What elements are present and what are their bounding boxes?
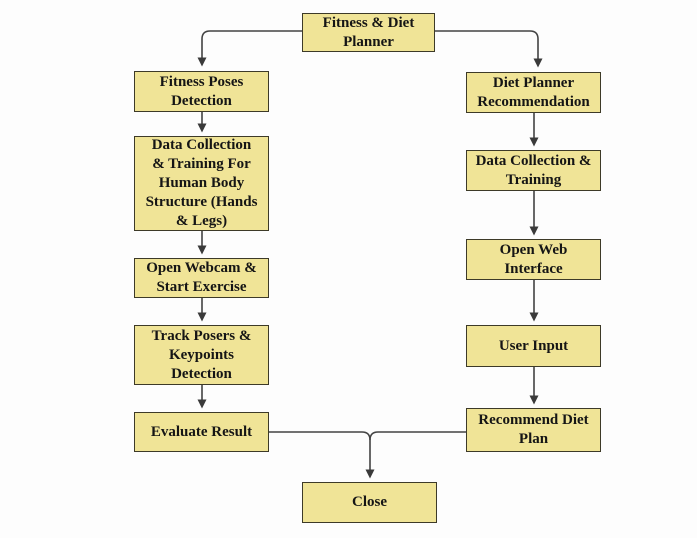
flow-node-label: User Input bbox=[498, 337, 569, 354]
flow-node-label: Data Collection & Training bbox=[475, 152, 592, 188]
flow-node-fitness-diet-planner: Fitness & Diet Planner bbox=[302, 13, 435, 52]
flow-node-label: Recommend Diet Plan bbox=[478, 412, 589, 447]
edge-evaluate-result-to-close bbox=[269, 431, 375, 479]
edge-recommend-diet-plan-to-close bbox=[369, 431, 467, 441]
flow-node-label: Evaluate Result bbox=[150, 423, 253, 440]
edge-root-to-fitness-poses bbox=[197, 30, 302, 67]
flow-node-fitness-poses-detection: Fitness Poses Detection bbox=[134, 71, 269, 112]
flow-node-open-webcam-start-exercise: Open Webcam & Start Exercise bbox=[134, 258, 269, 298]
flow-node-data-collection-training-body: Data Collection & Training For Human Bod… bbox=[134, 136, 269, 231]
flow-node-label: Track Posers & Keypoints Detection bbox=[151, 327, 252, 382]
flow-node-diet-planner-recommendation: Diet Planner Recommendation bbox=[466, 72, 601, 113]
flow-node-label: Close bbox=[352, 494, 387, 510]
flow-node-track-posers-keypoints: Track Posers & Keypoints Detection bbox=[134, 325, 269, 385]
flow-node-user-input: User Input bbox=[466, 325, 601, 367]
flow-node-label: Open Web Interface bbox=[499, 241, 568, 277]
flow-node-label: Fitness Poses Detection bbox=[159, 73, 244, 109]
flow-node-label: Fitness & Diet Planner bbox=[322, 14, 415, 50]
edge-root-to-diet-planner bbox=[435, 30, 543, 68]
flow-node-label: Open Webcam & Start Exercise bbox=[146, 260, 257, 295]
flow-node-data-collection-training: Data Collection & Training bbox=[466, 150, 601, 191]
flow-node-label: Diet Planner Recommendation bbox=[477, 74, 590, 110]
flow-node-close: Close bbox=[302, 482, 437, 523]
flow-node-open-web-interface: Open Web Interface bbox=[466, 239, 601, 280]
flow-node-recommend-diet-plan: Recommend Diet Plan bbox=[466, 408, 601, 452]
flow-node-evaluate-result: Evaluate Result bbox=[134, 412, 269, 452]
flow-node-label: Data Collection & Training For Human Bod… bbox=[145, 137, 258, 229]
